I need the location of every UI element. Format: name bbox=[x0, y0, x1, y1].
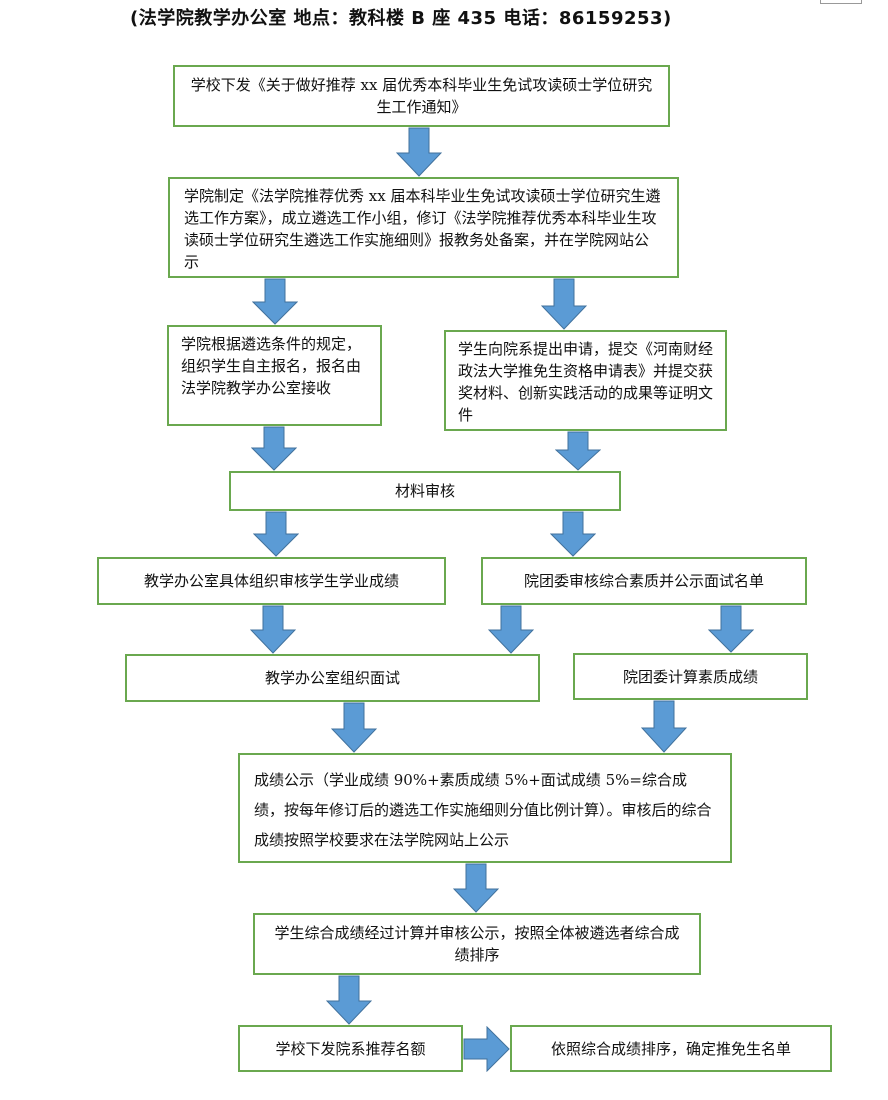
step-college-plan-text: 学院制定《法学院推荐优秀 xx 届本科毕业生免试攻读硕士学位研究生遴选工作方案》… bbox=[184, 187, 661, 271]
arrow-down-5a bbox=[250, 605, 296, 654]
step-school-notice-text: 学校下发《关于做好推荐 xx 届优秀本科毕业生免试攻读硕士学位研究生工作通知》 bbox=[190, 76, 653, 116]
step-school-notice: 学校下发《关于做好推荐 xx 届优秀本科毕业生免试攻读硕士学位研究生工作通知》 bbox=[173, 65, 670, 127]
step-ranking: 学生综合成绩经过计算并审核公示，按照全体被遴选者综合成绩排序 bbox=[253, 913, 701, 975]
arrow-down-6a bbox=[331, 702, 377, 753]
arrow-right-9 bbox=[463, 1026, 510, 1072]
step-registration-text: 学院根据遴选条件的规定，组织学生自主报名，报名由法学院教学办公室接收 bbox=[181, 335, 362, 397]
step-quality-score-text: 院团委计算素质成绩 bbox=[622, 667, 758, 686]
arrow-down-8 bbox=[326, 975, 372, 1025]
step-interview-text: 教学办公室组织面试 bbox=[264, 669, 400, 687]
arrow-down-3a bbox=[251, 426, 297, 471]
arrow-down-3b bbox=[555, 431, 601, 471]
step-final-list-text: 依照综合成绩排序，确定推免生名单 bbox=[550, 1039, 791, 1058]
step-quota-text: 学校下发院系推荐名额 bbox=[275, 1039, 426, 1058]
arrow-down-5b bbox=[488, 605, 534, 654]
corner-mark bbox=[820, 0, 862, 4]
arrow-down-4b bbox=[550, 511, 596, 557]
step-student-application: 学生向院系提出申请，提交《河南财经政法大学推免生资格申请表》并提交获奖材料、创新… bbox=[444, 330, 727, 431]
arrow-down-7 bbox=[453, 863, 499, 913]
arrow-down-2b bbox=[541, 278, 587, 330]
arrow-down-4a bbox=[253, 511, 299, 557]
step-ranking-text: 学生综合成绩经过计算并审核公示，按照全体被遴选者综合成绩排序 bbox=[274, 924, 680, 964]
step-college-plan: 学院制定《法学院推荐优秀 xx 届本科毕业生免试攻读硕士学位研究生遴选工作方案》… bbox=[168, 177, 679, 278]
arrow-down-2a bbox=[252, 278, 298, 325]
arrow-down-6b bbox=[641, 700, 687, 753]
step-academic-review: 教学办公室具体组织审核学生学业成绩 bbox=[97, 557, 446, 605]
step-quality-score: 院团委计算素质成绩 bbox=[573, 653, 808, 700]
step-quality-review: 院团委审核综合素质并公示面试名单 bbox=[481, 557, 807, 605]
step-final-list: 依照综合成绩排序，确定推免生名单 bbox=[510, 1025, 832, 1072]
step-student-application-text: 学生向院系提出申请，提交《河南财经政法大学推免生资格申请表》并提交获奖材料、创新… bbox=[458, 340, 714, 424]
step-score-publicity: 成绩公示（学业成绩 90%+素质成绩 5%+面试成绩 5%=综合成绩，按每年修订… bbox=[238, 753, 732, 863]
step-quality-review-text: 院团委审核综合素质并公示面试名单 bbox=[523, 572, 764, 590]
step-material-review: 材料审核 bbox=[229, 471, 621, 511]
arrow-down-5c bbox=[708, 605, 754, 653]
step-quota: 学校下发院系推荐名额 bbox=[238, 1025, 463, 1072]
header-contact-info: (法学院教学办公室 地点：教科楼 B 座 435 电话：86159253) bbox=[130, 8, 672, 29]
arrow-down-1 bbox=[396, 127, 442, 177]
step-academic-review-text: 教学办公室具体组织审核学生学业成绩 bbox=[143, 572, 399, 590]
step-material-review-text: 材料审核 bbox=[394, 482, 455, 500]
step-score-publicity-text: 成绩公示（学业成绩 90%+素质成绩 5%+面试成绩 5%=综合成绩，按每年修订… bbox=[254, 771, 712, 849]
step-interview: 教学办公室组织面试 bbox=[125, 654, 540, 702]
step-registration: 学院根据遴选条件的规定，组织学生自主报名，报名由法学院教学办公室接收 bbox=[167, 325, 382, 426]
